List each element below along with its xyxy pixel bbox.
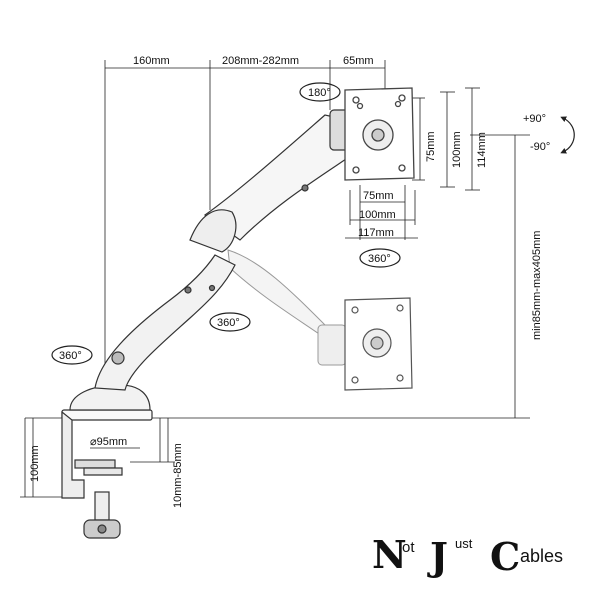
logo-text-ot: ot <box>402 539 415 556</box>
arm-upper-position <box>189 109 353 253</box>
dim-height-range: min85mm-max405mm <box>531 231 543 340</box>
rot-180-label: 180° <box>308 87 331 99</box>
dim-65: 65mm <box>343 55 374 67</box>
rot-360-label-b: 360° <box>217 317 240 329</box>
rot-360-label-a: 360° <box>368 253 391 265</box>
dim-vesa-100-h: 100mm <box>359 209 396 221</box>
dim-clamp-height: 100mm <box>29 445 41 482</box>
dim-vesa-75-h: 75mm <box>363 190 394 202</box>
dim-clamp-thickness: 10mm-85mm <box>172 443 184 508</box>
vesa-plate-lower <box>344 297 413 391</box>
logo-letter-c: C <box>490 534 520 579</box>
dim-vesa-114-v: 114mm <box>476 132 488 168</box>
desk-clamp <box>61 409 153 539</box>
dim-160: 160mm <box>133 55 170 67</box>
logo-text-ables: ables <box>520 546 563 566</box>
brand-logo: N ot J ust C ables <box>372 532 563 579</box>
rotation-arrows <box>51 82 575 365</box>
rot-360-label-c: 360° <box>59 350 82 362</box>
logo-letter-n: N <box>372 532 407 577</box>
dim-208-282: 208mm-282mm <box>222 55 299 67</box>
dimension-lines <box>20 60 530 498</box>
vesa-plate-upper <box>344 87 415 181</box>
arm-lower-position <box>227 249 347 366</box>
tilt-up-label: +90° <box>523 113 546 125</box>
arm-base <box>69 254 236 411</box>
dim-vesa-100-v: 100mm <box>451 131 463 168</box>
dim-vesa-117-h: 117mm <box>358 227 394 239</box>
logo-text-ust: ust <box>455 536 473 551</box>
tilt-down-label: -90° <box>530 141 550 153</box>
dim-base-diameter: ⌀95mm <box>90 436 127 448</box>
dim-vesa-75-v: 75mm <box>425 131 437 162</box>
logo-letter-j: J <box>427 534 448 579</box>
